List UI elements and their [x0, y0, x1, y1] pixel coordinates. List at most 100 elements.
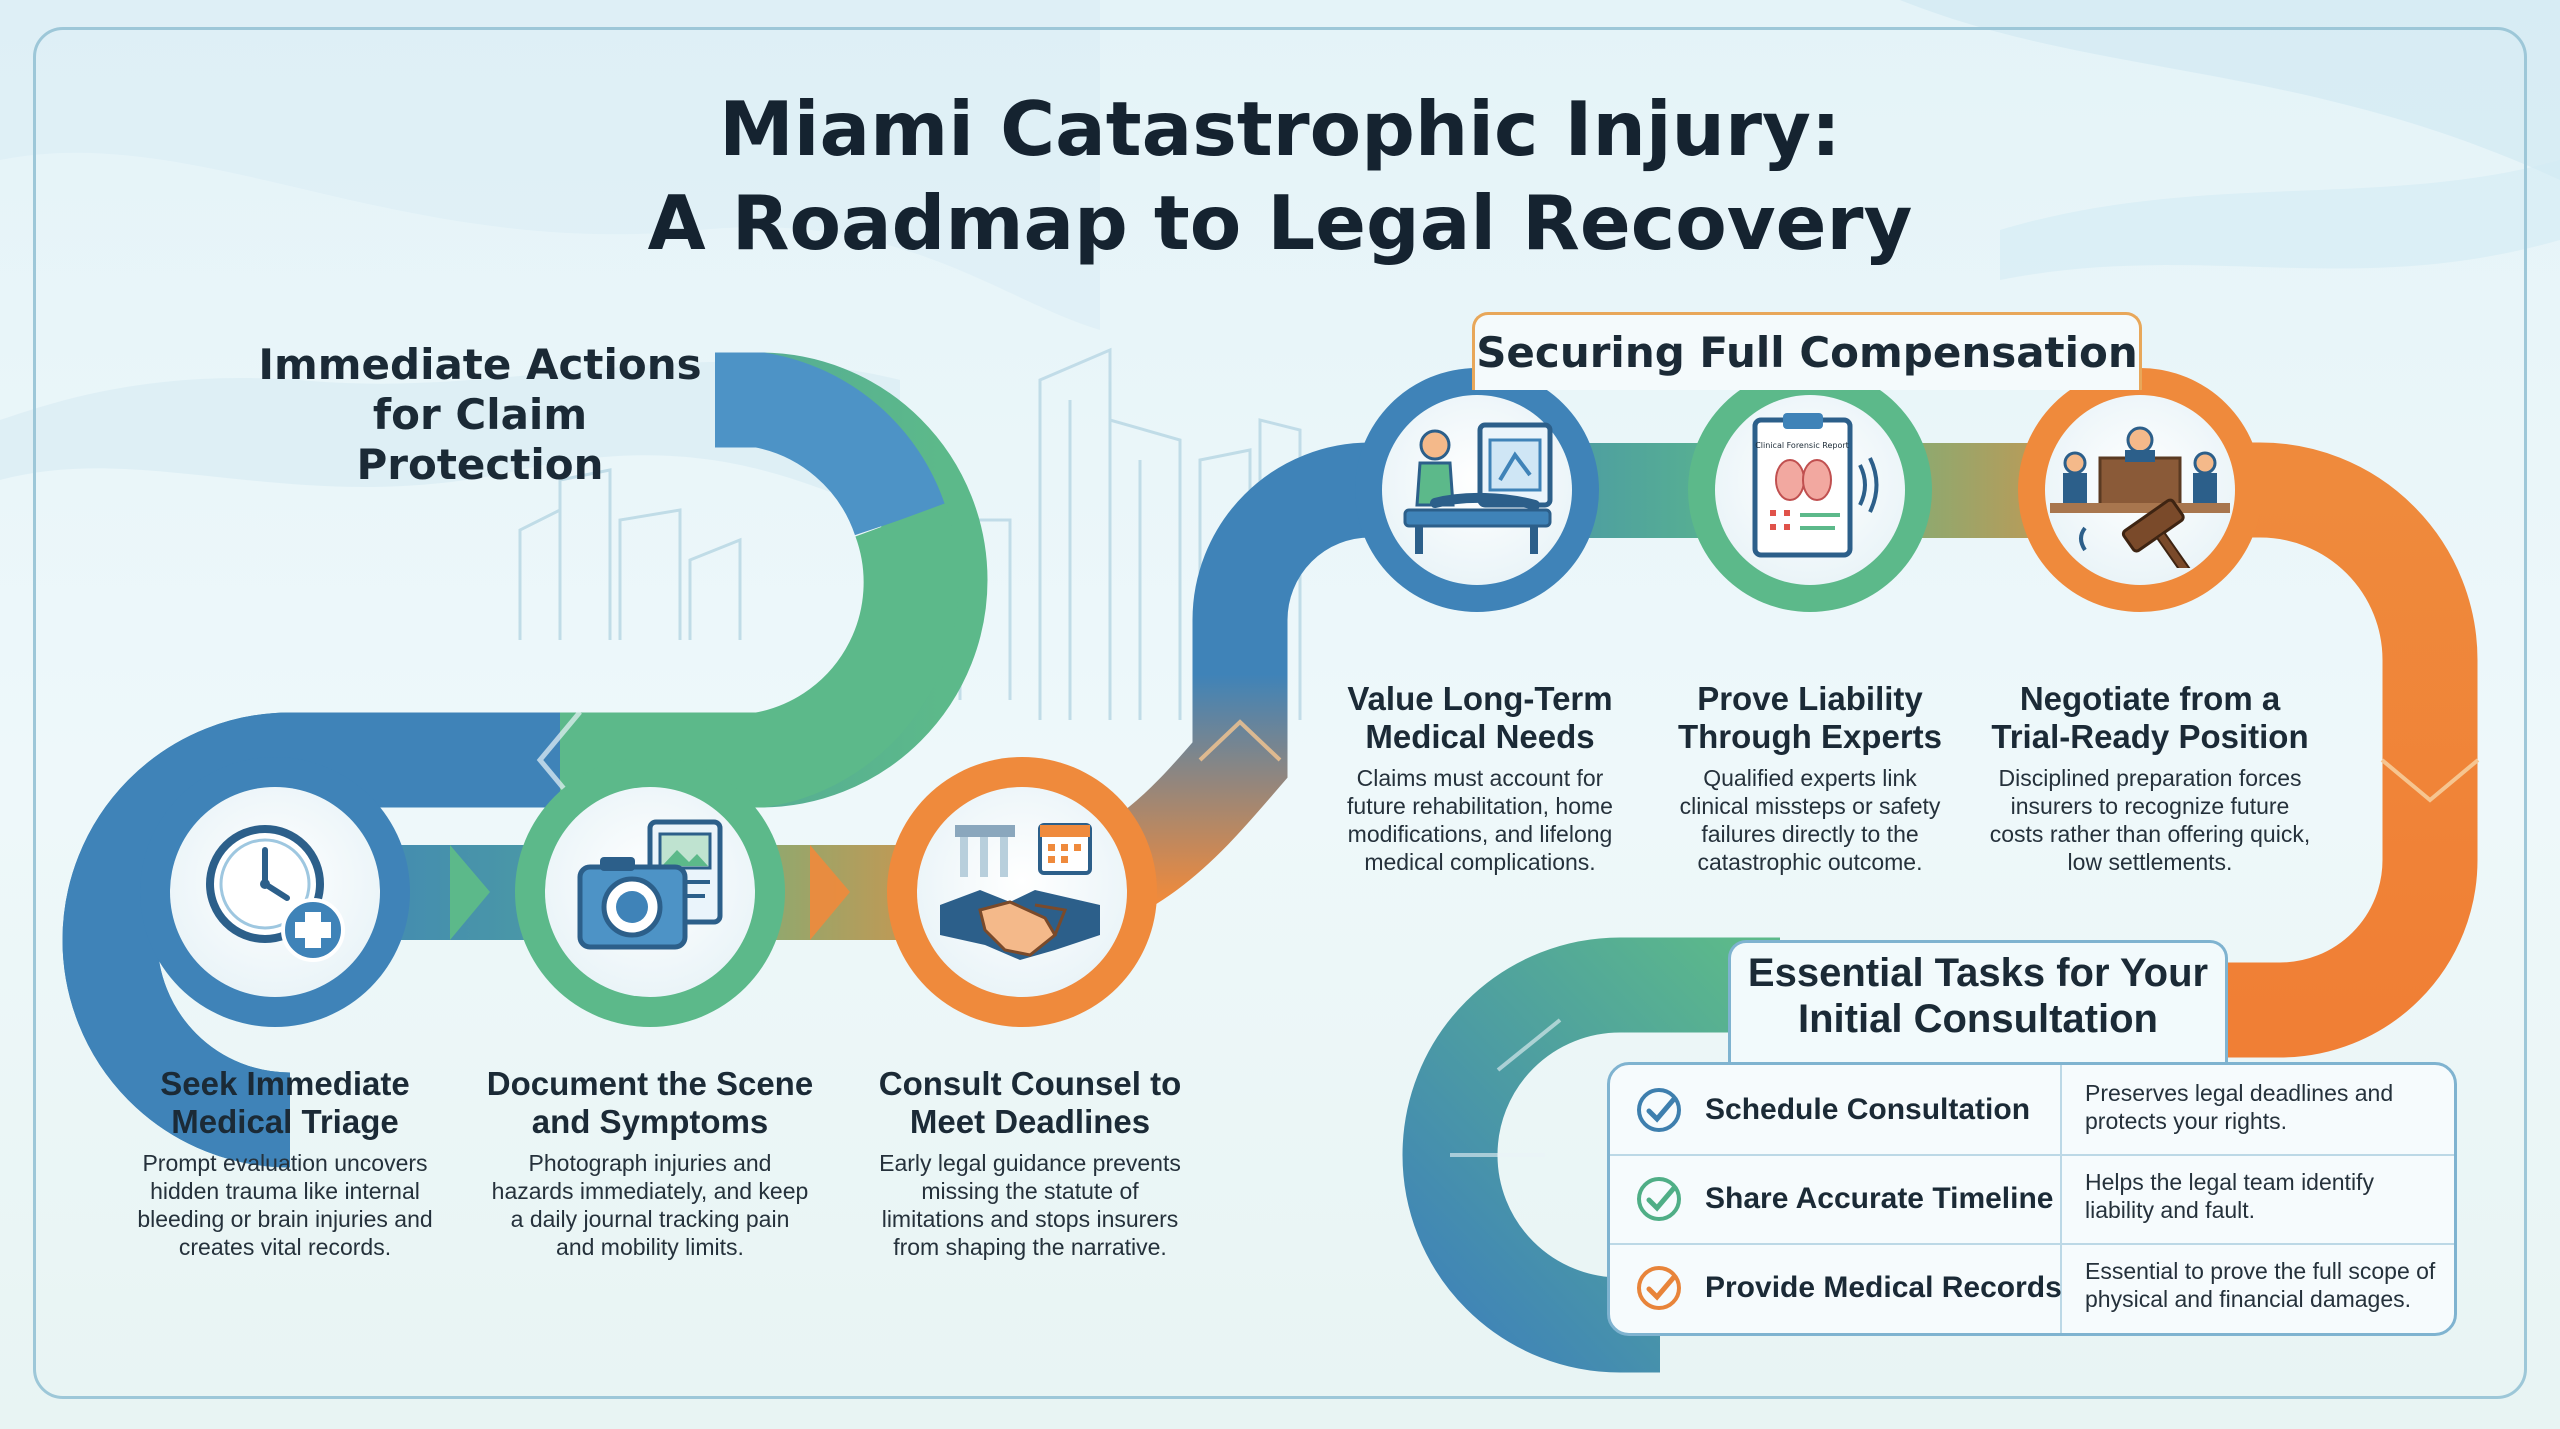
step-5-title: Prove Liability Through Experts [1630, 680, 1990, 756]
task-desc-line: physical and financial damages. [2085, 1286, 2412, 1312]
step-4-title: Value Long-Term Medical Needs [1300, 680, 1660, 756]
step-4-desc-line: modifications, and lifelong [1347, 821, 1613, 847]
check-mark [1646, 1274, 1677, 1301]
task-desc: Preserves legal deadlines and protects y… [2085, 1079, 2445, 1135]
step-6-desc-line: costs rather than offering quick, [1989, 821, 2311, 847]
step-1-title: Seek Immediate Medical Triage [105, 1065, 465, 1141]
title-line-2: A Roadmap to Legal Recovery [647, 179, 1913, 267]
step-5-desc: Qualified experts link clinical missteps… [1630, 764, 1990, 876]
step-2-title: Document the Scene and Symptoms [460, 1065, 840, 1141]
step-seek-medical-triage: Seek Immediate Medical Triage Prompt eva… [105, 1065, 465, 1261]
step-6-desc: Disciplined preparation forces insurers … [1950, 764, 2350, 876]
task-row-records: Provide Medical Records Essential to pro… [1610, 1243, 2454, 1332]
step-6-desc-line: Disciplined preparation forces [1998, 765, 2302, 791]
check-mark [1646, 1096, 1677, 1123]
immediate-heading-line-2: for Claim Protection [356, 390, 604, 489]
step-5-title-line-1: Prove Liability [1697, 680, 1923, 717]
immediate-actions-heading: Immediate Actions for Claim Protection [245, 340, 715, 490]
step-4-desc: Claims must account for future rehabilit… [1300, 764, 1660, 876]
step-1-desc: Prompt evaluation uncovers hidden trauma… [105, 1149, 465, 1261]
tasks-heading-line-2: Initial Consultation [1798, 997, 2158, 1041]
check-circle-icon [1637, 1177, 1681, 1221]
step-5-title-line-2: Through Experts [1677, 718, 1943, 755]
tasks-table: Schedule Consultation Preserves legal de… [1607, 1062, 2457, 1336]
step-2-title-line-1: Document the Scene [486, 1065, 814, 1102]
step-value-medical-needs: Value Long-Term Medical Needs Claims mus… [1300, 680, 1660, 876]
tasks-heading: Essential Tasks for Your Initial Consult… [1728, 950, 2228, 1042]
step-3-title-line-2: Meet Deadlines [909, 1103, 1151, 1140]
step-4-title-line-1: Value Long-Term [1347, 680, 1613, 717]
step-5-desc-line: failures directly to the [1701, 821, 1919, 847]
step-3-desc-line: limitations and stops insurers [881, 1206, 1179, 1232]
check-mark [1646, 1185, 1677, 1212]
step-2-desc-line: hazards immediately, and keep [491, 1178, 809, 1204]
step-6-desc-line: insurers to recognize future [2010, 793, 2290, 819]
check-circle-icon [1637, 1088, 1681, 1132]
step-6-title: Negotiate from a Trial-Ready Position [1950, 680, 2350, 756]
task-name: Schedule Consultation [1705, 1093, 2031, 1126]
step-6-title-line-2: Trial-Ready Position [1991, 718, 2309, 755]
check-circle-icon [1637, 1266, 1681, 1310]
tasks-heading-line-1: Essential Tasks for Your [1747, 951, 2209, 995]
step-2-desc-line: and mobility limits. [556, 1234, 744, 1260]
camera-photos-icon [577, 819, 723, 950]
step-4-desc-line: medical complications. [1364, 849, 1596, 875]
step-2-title-line-2: and Symptoms [531, 1103, 769, 1140]
title-line-1: Miami Catastrophic Injury: [719, 85, 1841, 173]
task-desc: Helps the legal team identify liability … [2085, 1168, 2445, 1224]
rehabilitation-icon [1403, 422, 1553, 554]
task-row-timeline: Share Accurate Timeline Helps the legal … [1610, 1154, 2454, 1245]
report-icon-label: Clinical Forensic Report [1755, 441, 1849, 450]
clock-medical-icon [206, 825, 345, 962]
step-4-desc-line: future rehabilitation, home [1347, 793, 1613, 819]
step-consult-counsel: Consult Counsel to Meet Deadlines Early … [840, 1065, 1220, 1261]
step-2-desc-line: Photograph injuries and [528, 1150, 772, 1176]
handshake-icon [940, 823, 1100, 960]
check-ring [1637, 1266, 1681, 1310]
step-2-desc-line: a daily journal tracking pain [510, 1206, 790, 1232]
task-desc-line: Preserves legal deadlines and [2085, 1080, 2394, 1106]
step-prove-liability: Prove Liability Through Experts Qualifie… [1630, 680, 1990, 876]
check-ring [1637, 1088, 1681, 1132]
outer-frame [33, 27, 2527, 1399]
task-row-schedule: Schedule Consultation Preserves legal de… [1610, 1065, 2454, 1156]
forensic-report-icon: Clinical Forensic Report [1752, 413, 1879, 558]
step-3-title: Consult Counsel to Meet Deadlines [840, 1065, 1220, 1141]
step-3-desc-line: missing the statute of [921, 1178, 1139, 1204]
task-desc-line: liability and fault. [2085, 1197, 2256, 1223]
step-3-desc: Early legal guidance prevents missing th… [840, 1149, 1220, 1261]
task-desc: Essential to prove the full scope of phy… [2085, 1257, 2445, 1313]
step-1-title-line-2: Medical Triage [171, 1103, 399, 1140]
step-document-scene: Document the Scene and Symptoms Photogra… [460, 1065, 840, 1261]
step-3-title-line-1: Consult Counsel to [878, 1065, 1182, 1102]
task-name: Share Accurate Timeline [1705, 1182, 2054, 1215]
step-1-desc-line: bleeding or brain injuries and [137, 1206, 433, 1232]
immediate-heading-line-1: Immediate Actions [258, 340, 702, 389]
step-2-desc: Photograph injuries and hazards immediat… [460, 1149, 840, 1261]
task-desc-line: Helps the legal team identify [2085, 1169, 2374, 1195]
step-5-desc-line: Qualified experts link [1703, 765, 1917, 791]
tasks-column-divider [2060, 1065, 2062, 1333]
step-4-title-line-2: Medical Needs [1365, 718, 1595, 755]
step-5-desc-line: clinical missteps or safety [1679, 793, 1941, 819]
courtroom-gavel-icon [2050, 426, 2230, 568]
step-3-desc-line: Early legal guidance prevents [879, 1150, 1181, 1176]
step-4-desc-line: Claims must account for [1356, 765, 1604, 791]
step-1-desc-line: hidden trauma like internal [150, 1178, 420, 1204]
step-1-title-line-1: Seek Immediate [160, 1065, 410, 1102]
check-ring [1637, 1177, 1681, 1221]
step-1-desc-line: Prompt evaluation uncovers [142, 1150, 428, 1176]
page-title: Miami Catastrophic Injury: A Roadmap to … [480, 82, 2080, 270]
tasks-heading-box [1728, 940, 2228, 1065]
task-desc-line: Essential to prove the full scope of [2085, 1258, 2436, 1284]
task-name: Provide Medical Records [1705, 1271, 2062, 1304]
compensation-heading-box [1472, 312, 2142, 390]
step-1-desc-line: creates vital records. [178, 1234, 392, 1260]
step-5-desc-line: catastrophic outcome. [1697, 849, 1923, 875]
step-negotiate-trial-ready: Negotiate from a Trial-Ready Position Di… [1950, 680, 2350, 876]
task-desc-line: protects your rights. [2085, 1108, 2287, 1134]
step-3-desc-line: from shaping the narrative. [893, 1234, 1167, 1260]
step-6-desc-line: low settlements. [2067, 849, 2233, 875]
step-6-title-line-1: Negotiate from a [2019, 680, 2281, 717]
compensation-heading: Securing Full Compensation [1476, 328, 2138, 377]
